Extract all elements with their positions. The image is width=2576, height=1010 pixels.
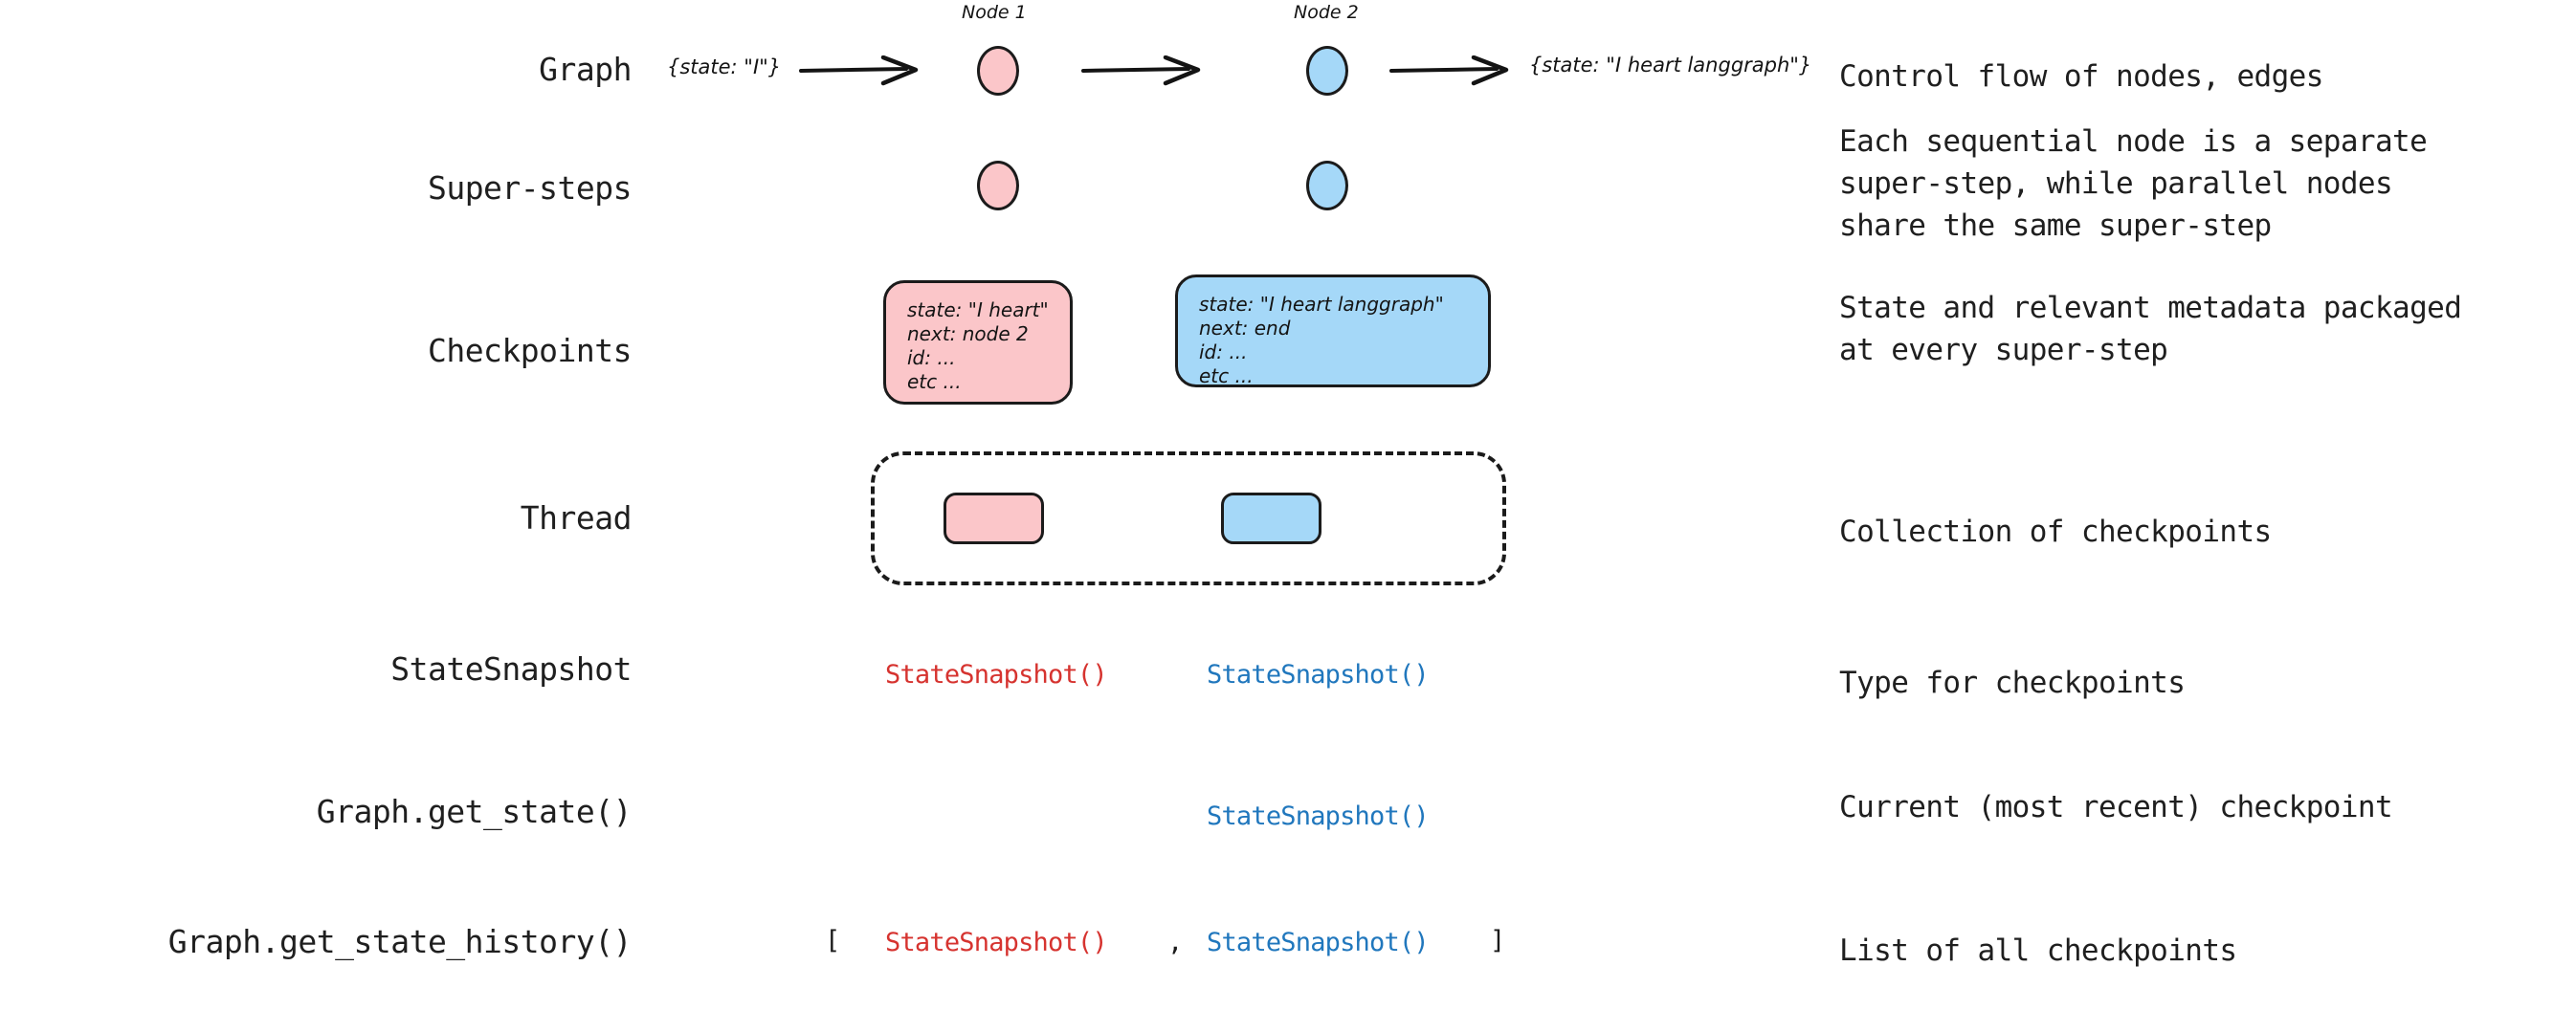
- checkpoint-pink-line-etc: etc ...: [907, 370, 962, 393]
- history-separator: ,: [1167, 928, 1183, 957]
- graph-node-2: [1306, 46, 1348, 96]
- checkpoint-pink-line-state: state: "I heart": [907, 298, 1049, 321]
- description-thread: Collection of checkpoints: [1839, 515, 2272, 549]
- graph-node-1: [977, 46, 1019, 96]
- statesnapshot-token-blue: StateSnapshot(): [1207, 660, 1430, 690]
- row-label-thread-text: Thread: [520, 499, 633, 537]
- row-label-graph-text: Graph: [539, 51, 632, 88]
- description-graph: Control flow of nodes, edges: [1839, 59, 2323, 94]
- checkpoint-blue-line-state: state: "I heart langgraph": [1199, 293, 1444, 316]
- description-get-state: Current (most recent) checkpoint: [1839, 790, 2393, 824]
- description-checkpoints: State and relevant metadata packaged at …: [1839, 291, 2462, 367]
- row-label-super-steps-text: Super-steps: [427, 169, 633, 207]
- output-state-label: {state: "I heart langgraph"}: [1529, 54, 1812, 77]
- edge-arrow-2: [1081, 55, 1201, 86]
- super-step-node-2: [1306, 161, 1348, 210]
- row-label-statesnapshot-text: StateSnapshot: [390, 650, 632, 688]
- thread-checkpoint-chip-pink: [944, 493, 1044, 544]
- checkpoint-card-blue: state: "I heart langgraph" next: end id:…: [1175, 274, 1491, 387]
- row-label-get-state-history-text: Graph.get_state_history(): [167, 923, 633, 960]
- checkpoint-blue-line-next: next: end: [1199, 317, 1291, 340]
- checkpoint-blue-line-id: id: ...: [1199, 340, 1248, 363]
- edge-arrow-1: [799, 55, 919, 86]
- checkpoint-pink-line-next: next: node 2: [907, 322, 1029, 345]
- row-label-checkpoints-text: Checkpoints: [427, 332, 633, 369]
- edge-arrow-3: [1389, 55, 1509, 86]
- history-bracket-open: [: [825, 926, 840, 955]
- description-super-steps: Each sequential node is a separate super…: [1839, 124, 2428, 243]
- get-state-result-token: StateSnapshot(): [1207, 801, 1430, 831]
- checkpoint-blue-line-etc: etc ...: [1199, 364, 1254, 387]
- node-2-caption: Node 2: [1294, 2, 1359, 23]
- history-bracket-close: ]: [1490, 926, 1505, 955]
- checkpoint-card-pink: state: "I heart" next: node 2 id: ... et…: [883, 280, 1073, 405]
- thread-group-box: [871, 451, 1506, 585]
- description-statesnapshot: Type for checkpoints: [1839, 666, 2186, 700]
- thread-checkpoint-chip-blue: [1221, 493, 1321, 544]
- node-1-caption: Node 1: [962, 2, 1027, 23]
- super-step-node-1: [977, 161, 1019, 210]
- input-state-label: {state: "I"}: [667, 55, 782, 78]
- history-token-blue: StateSnapshot(): [1207, 928, 1430, 957]
- row-label-get-state-text: Graph.get_state(): [316, 793, 633, 830]
- statesnapshot-token-pink: StateSnapshot(): [885, 660, 1108, 690]
- history-token-pink: StateSnapshot(): [885, 928, 1108, 957]
- description-get-state-history: List of all checkpoints: [1839, 933, 2237, 968]
- checkpoint-pink-line-id: id: ...: [907, 346, 956, 369]
